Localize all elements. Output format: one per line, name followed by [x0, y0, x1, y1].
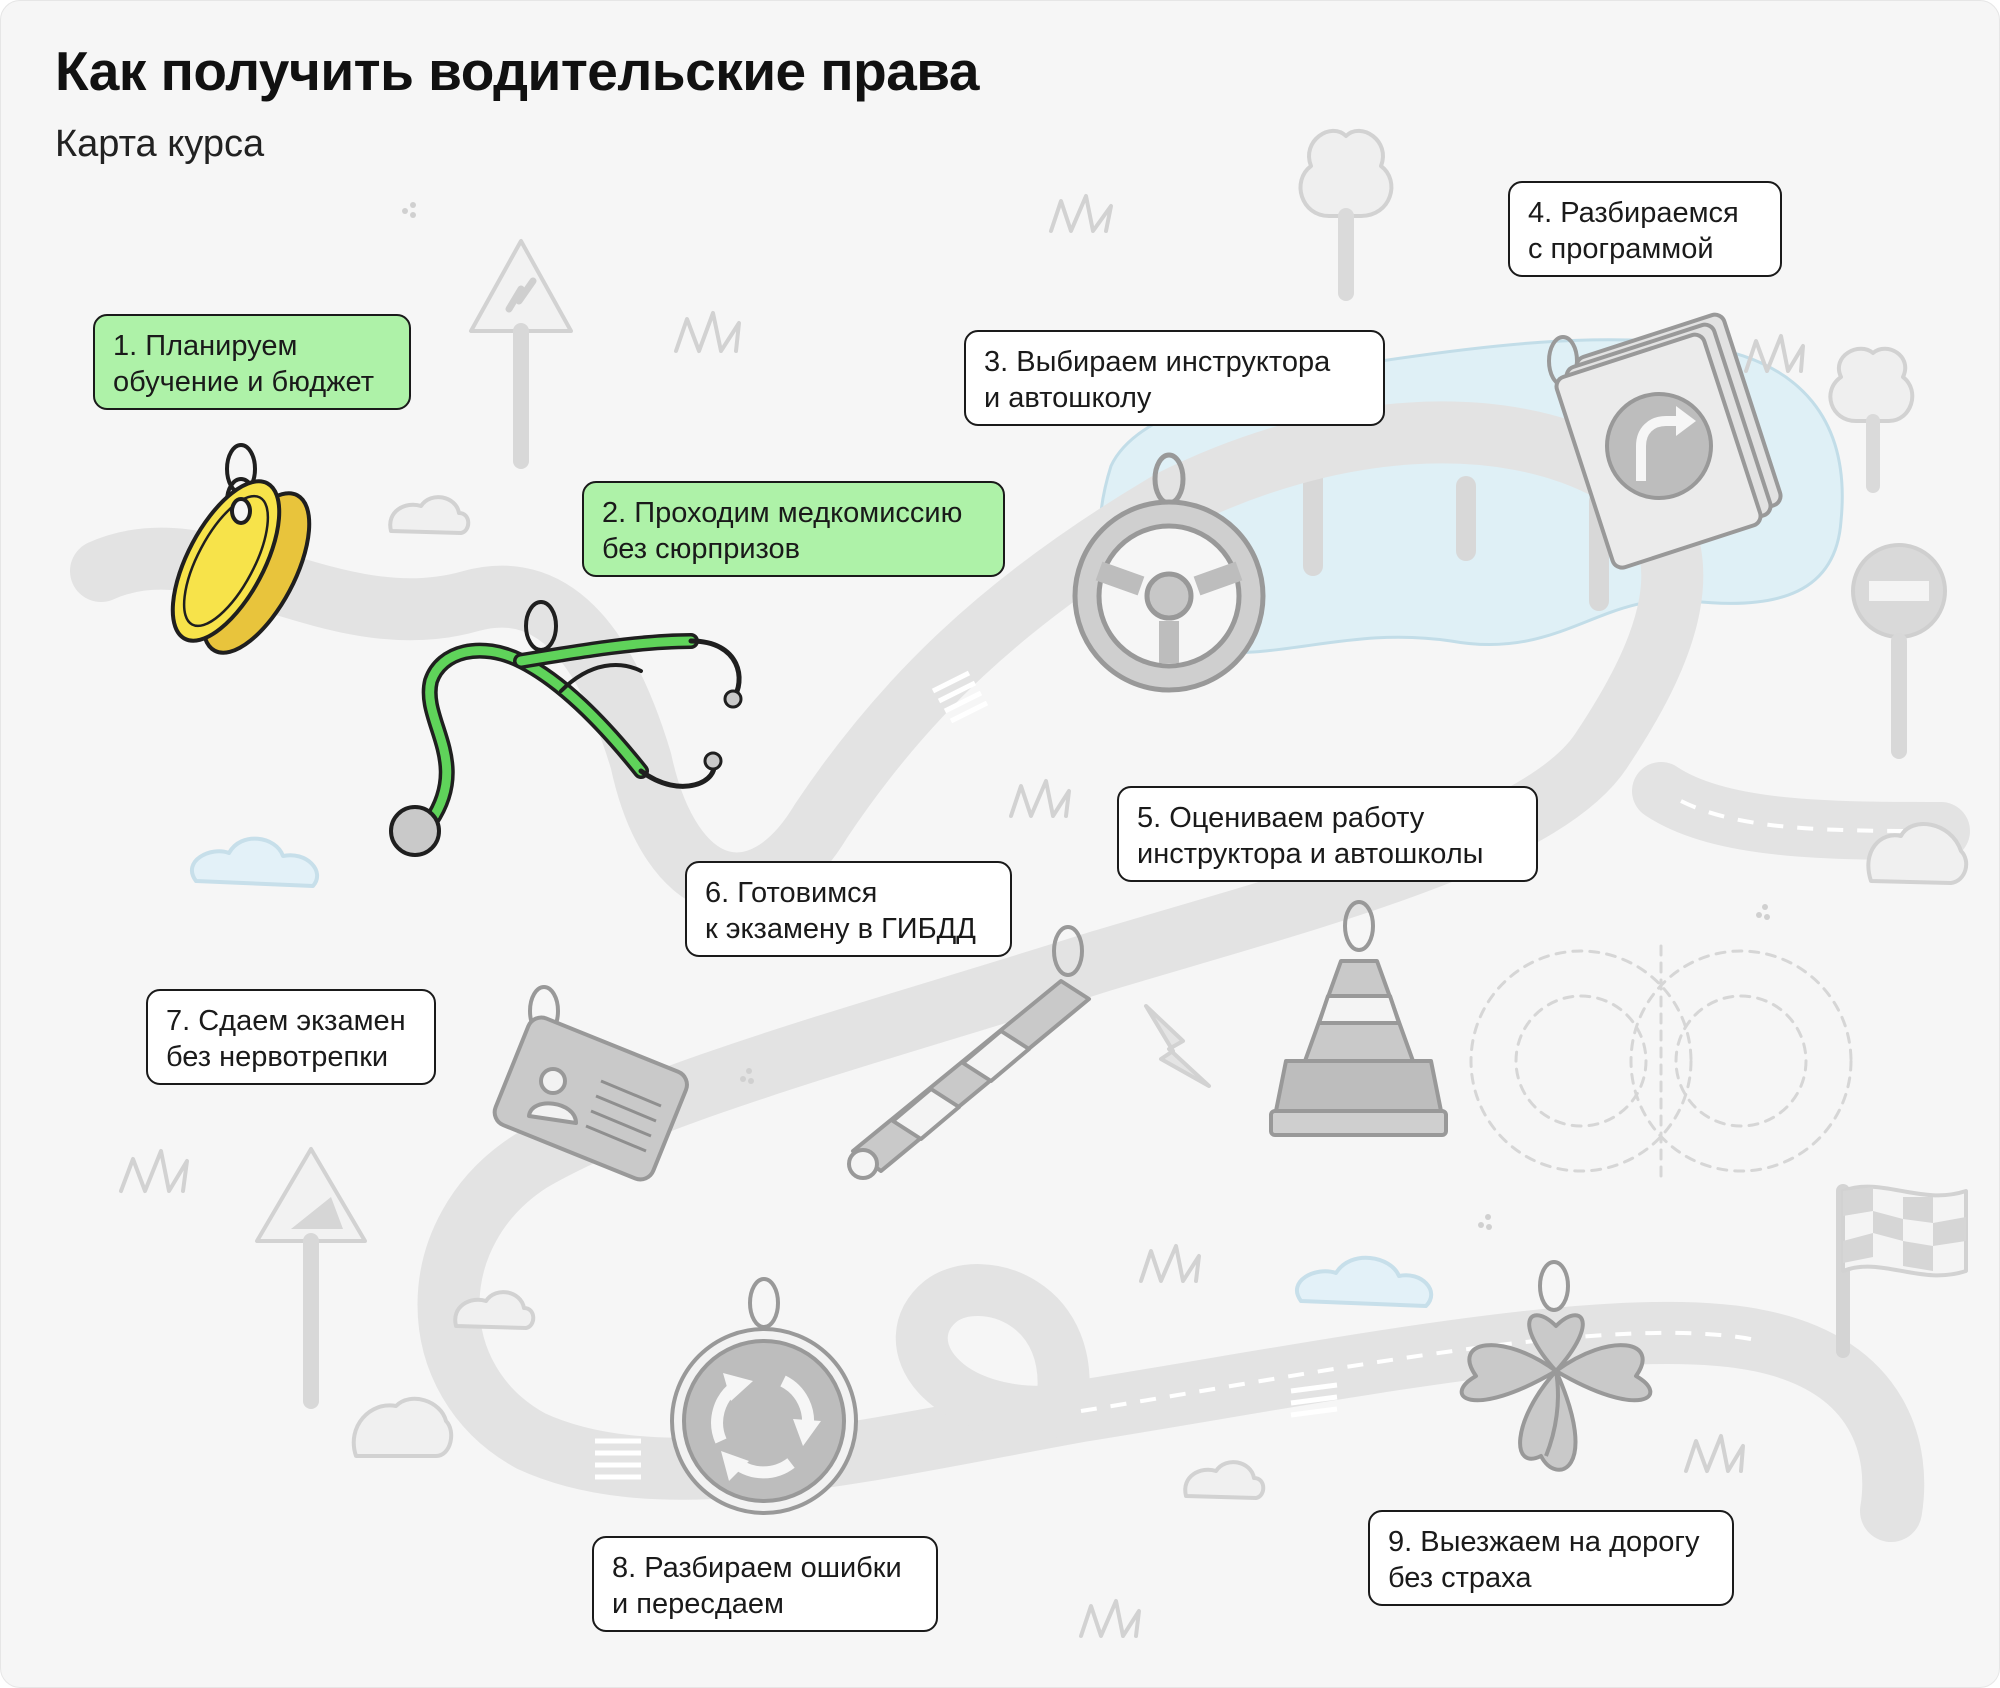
tree-icon [1828, 346, 1915, 493]
finish-flag-icon [1836, 1184, 1968, 1358]
page-subtitle: Карта курса [55, 123, 265, 165]
page-title: Как получить водительские права [55, 40, 980, 102]
grass-icon [1139, 1244, 1201, 1283]
coin-keychain-icon [170, 443, 312, 655]
step-4-box: 4. Разбираемся с программой [1508, 181, 1782, 277]
roundabout-sign-keychain-icon [670, 1277, 858, 1515]
road-center-dashes [1080, 799, 1942, 1413]
step-9-box: 9. Выезжаем на дорогу без страха [1368, 1510, 1734, 1606]
step-5-box: 5. Оцениваем работу инструктора и автошк… [1117, 786, 1538, 882]
practice-track-icon [1469, 944, 1853, 1183]
grass-icon [1009, 779, 1071, 818]
grass-icon [119, 1149, 189, 1193]
grass-icon [1744, 334, 1805, 373]
crosswalk-marks [595, 670, 1338, 1480]
license-card-keychain-icon [492, 985, 689, 1182]
decorations [119, 128, 1969, 1638]
clover-keychain-icon [1459, 1260, 1653, 1472]
road-cards-keychain-icon [1547, 312, 1783, 570]
rock-icon [351, 1396, 454, 1458]
road-loop [895, 1264, 1090, 1438]
grass-icon [1684, 1434, 1745, 1473]
rock-icon [1183, 1460, 1266, 1500]
step-2-box: 2. Проходим медкомиссию без сюрпризов [582, 481, 1005, 577]
rock-icon [453, 1290, 536, 1330]
police-baton-keychain-icon [847, 925, 1091, 1180]
cloud-icon [190, 836, 320, 888]
step-1-box: 1. Планируем обучение и бюджет [93, 314, 411, 410]
lightning-icon [1144, 1004, 1211, 1088]
cloud-icon [1295, 1255, 1434, 1308]
steering-wheel-keychain-icon [1072, 452, 1266, 693]
rock-icon [388, 495, 471, 535]
road-branch [1632, 762, 1970, 860]
stethoscope-keychain-icon [389, 600, 743, 857]
dots [402, 202, 1770, 1230]
step-6-box: 6. Готовимся к экзамену в ГИБДД [685, 861, 1012, 957]
step-7-box: 7. Сдаем экзамен без нервотрепки [146, 989, 436, 1085]
rock-icon [1866, 822, 1969, 885]
traffic-cone-keychain-icon [1269, 900, 1448, 1137]
step-8-box: 8. Разбираем ошибки и пересдаем [592, 1536, 938, 1632]
grass-icon [1049, 194, 1113, 233]
step-3-box: 3. Выбираем инструктора и автошколу [964, 330, 1385, 426]
tree-icon [1298, 128, 1394, 301]
grass-icon [674, 311, 741, 353]
grass-icon [1079, 1599, 1141, 1638]
